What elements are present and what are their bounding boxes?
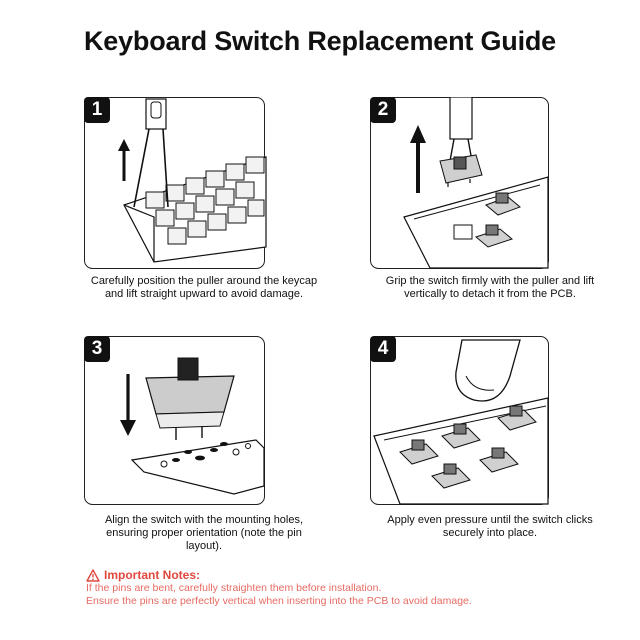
note-line-2: Ensure the pins are perfectly vertical w… (86, 595, 472, 607)
step-1-illustration: 1 (84, 97, 324, 269)
step-4: 4 Apply even pressure until the switch c… (370, 336, 610, 540)
page-title: Keyboard Switch Replacement Guide (83, 26, 557, 56)
step-4-illustration: 4 (370, 336, 610, 508)
step-4-number-badge: 4 (370, 336, 396, 362)
switch-alignment-illustration (84, 336, 265, 505)
switch-press-illustration (370, 336, 549, 505)
note-line-1: If the pins are bent, carefully straight… (86, 582, 382, 594)
step-3-caption: Align the switch with the mounting holes… (104, 514, 304, 552)
step-4-caption: Apply even pressure until the switch cli… (387, 514, 593, 539)
step-3-number-badge: 3 (84, 336, 110, 362)
step-2: 2 Grip the switch firmly with the puller… (370, 97, 610, 301)
keycap-puller-illustration (84, 97, 267, 269)
notes-heading: Important Notes: (86, 568, 586, 582)
switch-puller-illustration (370, 97, 549, 269)
warning-icon (86, 568, 100, 582)
step-1-caption: Carefully position the puller around the… (90, 275, 318, 300)
notes-title: Important Notes: (104, 568, 200, 582)
step-3: 3 Align the switch with the mounting hol… (84, 336, 324, 553)
step-2-illustration: 2 (370, 97, 610, 269)
important-notes: Important Notes: If the pins are bent, c… (86, 568, 586, 608)
step-1-number-badge: 1 (84, 97, 110, 123)
step-3-illustration: 3 (84, 336, 324, 508)
step-2-number-badge: 2 (370, 97, 396, 123)
step-2-caption: Grip the switch firmly with the puller a… (385, 275, 595, 300)
step-1: 1 Carefully position the puller around t… (84, 97, 324, 301)
